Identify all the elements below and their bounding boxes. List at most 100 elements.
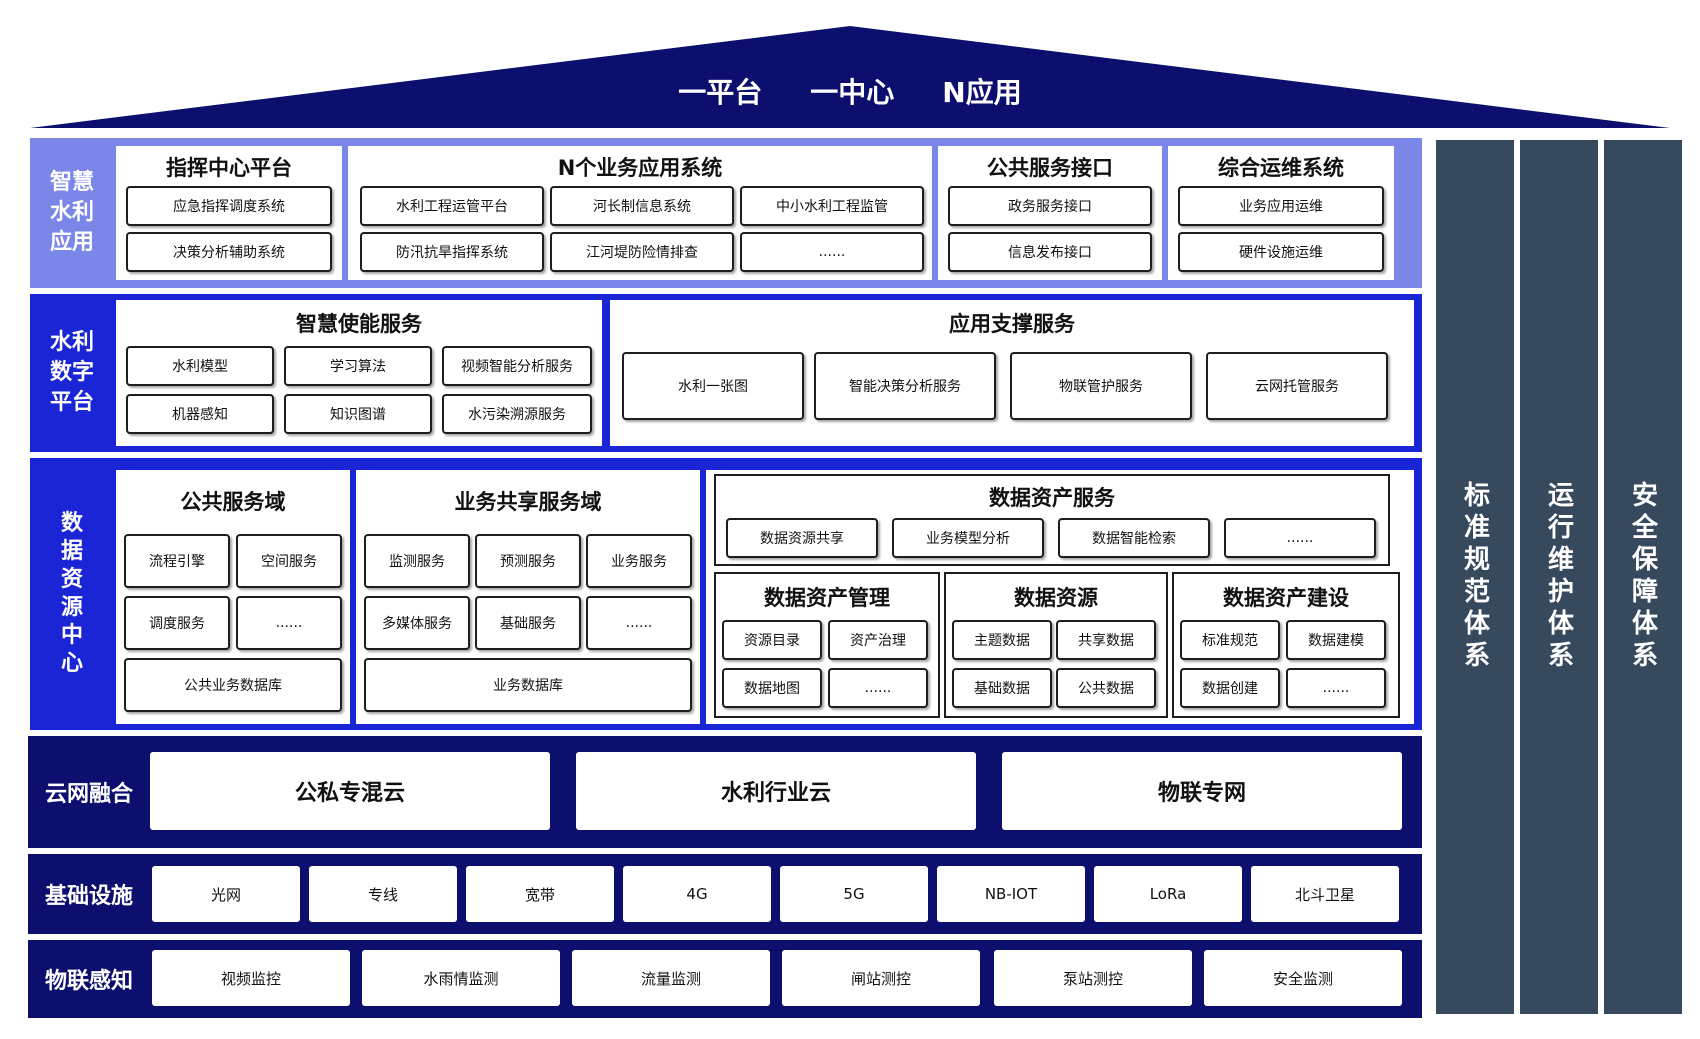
data-item[interactable]: 资源目录 <box>722 620 822 660</box>
infra-item[interactable]: 光网 <box>152 866 300 922</box>
app-item[interactable]: 防汛抗旱指挥系统 <box>360 232 544 272</box>
panel-title: N个业务应用系统 <box>557 156 723 180</box>
box-data-resource: 数据资源 主题数据 共享数据 基础数据 公共数据 <box>944 572 1168 718</box>
app-item[interactable]: ...... <box>740 232 924 272</box>
infra-item[interactable]: NB-IOT <box>937 866 1085 922</box>
data-item[interactable]: 基础服务 <box>475 596 581 650</box>
panel-data-assets: 数据资产服务 数据资源共享 业务模型分析 数据智能检索 ...... 数据资产管… <box>706 470 1414 724</box>
data-item[interactable]: 监测服务 <box>364 534 470 588</box>
data-item[interactable]: 公共业务数据库 <box>124 658 342 712</box>
platform-item[interactable]: 知识图谱 <box>284 394 432 434</box>
data-item[interactable]: 多媒体服务 <box>364 596 470 650</box>
platform-item[interactable]: 学习算法 <box>284 346 432 386</box>
app-item[interactable]: 硬件设施运维 <box>1178 232 1384 272</box>
data-item[interactable]: 流程引擎 <box>124 534 230 588</box>
data-item[interactable]: 业务数据库 <box>364 658 692 712</box>
app-item[interactable]: 中小水利工程监管 <box>740 186 924 226</box>
data-item[interactable]: ...... <box>828 668 928 708</box>
data-item[interactable]: 调度服务 <box>124 596 230 650</box>
infra-item[interactable]: 4G <box>623 866 771 922</box>
platform-item[interactable]: 机器感知 <box>126 394 274 434</box>
data-item[interactable]: 资产治理 <box>828 620 928 660</box>
iot-item[interactable]: 闸站测控 <box>782 950 980 1006</box>
data-item[interactable]: 空间服务 <box>236 534 342 588</box>
data-item[interactable]: 共享数据 <box>1056 620 1156 660</box>
panel-title: 数据资产管理 <box>764 586 890 610</box>
pillar-label: 标准规范体系 <box>1459 481 1490 673</box>
panel-support-services: 应用支撑服务 水利一张图 智能决策分析服务 物联管护服务 云网托管服务 <box>610 300 1414 446</box>
data-item[interactable]: 业务服务 <box>586 534 692 588</box>
app-item[interactable]: 信息发布接口 <box>948 232 1152 272</box>
layer-label-smart-app: 智慧水利应用 <box>49 170 94 255</box>
infra-item[interactable]: LoRa <box>1094 866 1242 922</box>
roof-titles: 一平台 一中心 N应用 <box>0 72 1700 114</box>
panel-title: 智慧使能服务 <box>296 312 422 336</box>
iot-item[interactable]: 流量监测 <box>572 950 770 1006</box>
infra-item[interactable]: 宽带 <box>466 866 614 922</box>
pillar-security: 安全保障体系 <box>1604 140 1682 1014</box>
layer-label-iot: 物联感知 <box>44 969 133 994</box>
data-item[interactable]: ...... <box>236 596 342 650</box>
layer-digital-platform: 水利数字平台 智慧使能服务 水利模型 学习算法 视频智能分析服务 机器感知 知识… <box>30 294 1422 452</box>
data-item[interactable]: 数据资源共享 <box>726 518 878 558</box>
app-item[interactable]: 江河堤防险情排查 <box>550 232 734 272</box>
app-item[interactable]: 河长制信息系统 <box>550 186 734 226</box>
app-item[interactable]: 应急指挥调度系统 <box>126 186 332 226</box>
panel-business-apps: N个业务应用系统 水利工程运管平台 河长制信息系统 中小水利工程监管 防汛抗旱指… <box>348 146 932 280</box>
iot-item[interactable]: 视频监控 <box>152 950 350 1006</box>
data-item[interactable]: 基础数据 <box>952 668 1052 708</box>
layer-label-data-center: 数据资源中心 <box>60 511 83 676</box>
data-item[interactable]: 预测服务 <box>475 534 581 588</box>
cloud-item[interactable]: 物联专网 <box>1002 752 1402 830</box>
cloud-item[interactable]: 水利行业云 <box>576 752 976 830</box>
data-item[interactable]: 主题数据 <box>952 620 1052 660</box>
platform-item[interactable]: 物联管护服务 <box>1010 352 1192 420</box>
infra-item[interactable]: 5G <box>780 866 928 922</box>
data-item[interactable]: ...... <box>1286 668 1386 708</box>
panel-title: 综合运维系统 <box>1218 156 1344 180</box>
data-item[interactable]: 标准规范 <box>1180 620 1280 660</box>
data-item[interactable]: ...... <box>1224 518 1376 558</box>
iot-item[interactable]: 泵站测控 <box>994 950 1192 1006</box>
roof-title-platform: 一平台 <box>678 76 763 109</box>
data-item[interactable]: 业务模型分析 <box>892 518 1044 558</box>
cloud-item[interactable]: 公私专混云 <box>150 752 550 830</box>
platform-item[interactable]: 视频智能分析服务 <box>442 346 592 386</box>
panel-command-center: 指挥中心平台 应急指挥调度系统 决策分析辅助系统 <box>116 146 342 280</box>
data-item[interactable]: 公共数据 <box>1056 668 1156 708</box>
data-item[interactable]: 数据智能检索 <box>1058 518 1210 558</box>
panel-title: 公共服务接口 <box>987 156 1113 180</box>
data-item[interactable]: 数据建模 <box>1286 620 1386 660</box>
platform-item[interactable]: 水利一张图 <box>622 352 804 420</box>
platform-item[interactable]: 云网托管服务 <box>1206 352 1388 420</box>
panel-title: 数据资源 <box>1014 586 1098 610</box>
layer-cloud: 云网融合 公私专混云 水利行业云 物联专网 <box>28 736 1422 848</box>
iot-item[interactable]: 安全监测 <box>1204 950 1402 1006</box>
box-asset-service: 数据资产服务 数据资源共享 业务模型分析 数据智能检索 ...... <box>714 474 1390 566</box>
data-item[interactable]: 数据创建 <box>1180 668 1280 708</box>
panel-title: 应用支撑服务 <box>949 312 1075 336</box>
box-asset-mgmt: 数据资产管理 资源目录 资产治理 数据地图 ...... <box>714 572 940 718</box>
platform-item[interactable]: 水污染溯源服务 <box>442 394 592 434</box>
infra-item[interactable]: 专线 <box>309 866 457 922</box>
pillar-standards: 标准规范体系 <box>1436 140 1514 1014</box>
platform-item[interactable]: 智能决策分析服务 <box>814 352 996 420</box>
data-item[interactable]: 数据地图 <box>722 668 822 708</box>
panel-title: 公共服务域 <box>180 490 286 514</box>
layer-data-center: 数据资源中心 公共服务域 流程引擎 空间服务 调度服务 ...... 公共业务数… <box>30 458 1422 730</box>
roof-title-center: 一中心 <box>810 76 895 109</box>
app-item[interactable]: 决策分析辅助系统 <box>126 232 332 272</box>
layer-label-cloud: 云网融合 <box>44 782 133 807</box>
iot-item[interactable]: 水雨情监测 <box>362 950 560 1006</box>
layer-iot: 物联感知 视频监控 水雨情监测 流量监测 闸站测控 泵站测控 安全监测 <box>28 940 1422 1018</box>
app-item[interactable]: 业务应用运维 <box>1178 186 1384 226</box>
box-asset-build: 数据资产建设 标准规范 数据建模 数据创建 ...... <box>1172 572 1400 718</box>
data-item[interactable]: ...... <box>586 596 692 650</box>
platform-item[interactable]: 水利模型 <box>126 346 274 386</box>
pillar-operations: 运行维护体系 <box>1520 140 1598 1014</box>
layer-label-digital-platform: 水利数字平台 <box>49 330 94 415</box>
panel-title: 业务共享服务域 <box>454 490 602 514</box>
app-item[interactable]: 政务服务接口 <box>948 186 1152 226</box>
app-item[interactable]: 水利工程运管平台 <box>360 186 544 226</box>
infra-item[interactable]: 北斗卫星 <box>1251 866 1399 922</box>
